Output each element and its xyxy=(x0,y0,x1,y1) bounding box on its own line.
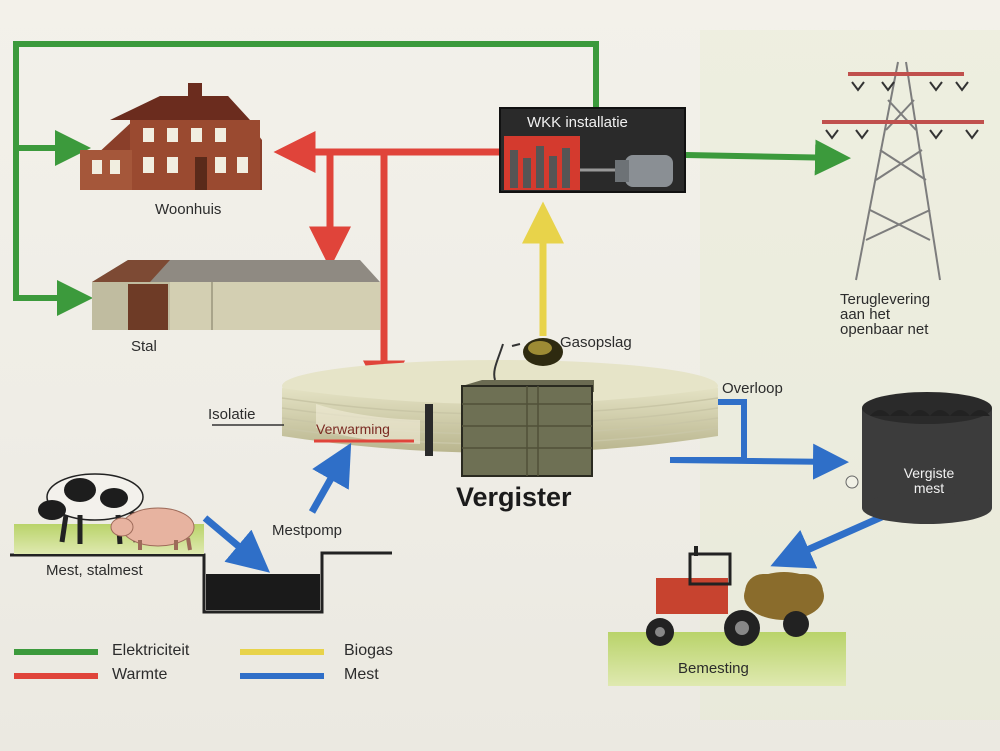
label-gasopslag: Gasopslag xyxy=(560,334,632,351)
legend-label-mest: Mest xyxy=(344,666,379,683)
label-teruglevering-line1: Teruglevering xyxy=(840,291,931,308)
label-overloop: Overloop xyxy=(722,380,783,397)
label-woonhuis: Woonhuis xyxy=(155,201,222,218)
label-vergiste-mest-line2: mest xyxy=(913,480,945,496)
label-verwarming: Verwarming xyxy=(316,421,390,437)
heat-lines xyxy=(273,131,500,403)
label-wkk-installatie: WKK installatie xyxy=(527,114,628,131)
tractor-image xyxy=(608,546,846,686)
label-teruglevering-line3: openbaar net xyxy=(840,321,929,338)
label-mestpomp: Mestpomp xyxy=(272,522,343,539)
legend xyxy=(14,649,324,679)
legend-label-elektriciteit: Elektriciteit xyxy=(112,642,190,659)
electricity-line-net xyxy=(685,139,851,176)
label-vergiste-mest: Vergiste mest xyxy=(884,466,974,496)
mest-line-overloop xyxy=(669,399,849,480)
label-vergiste-mest-line1: Vergiste xyxy=(903,465,955,481)
legend-label-biogas: Biogas xyxy=(344,642,393,659)
stal-image xyxy=(92,260,380,330)
label-vergister: Vergister xyxy=(456,482,572,512)
animals-image xyxy=(14,473,204,554)
wkk-installatie-image xyxy=(499,107,686,193)
label-isolatie: Isolatie xyxy=(208,406,256,423)
electricity-line-stal xyxy=(13,41,599,316)
pylon-image xyxy=(822,61,984,281)
mest-line-pomp xyxy=(308,442,352,514)
vergiste-mest-tank-image xyxy=(845,392,992,524)
label-teruglevering-line2: aan het xyxy=(840,306,891,323)
label-mest-stalmest: Mest, stalmest xyxy=(46,562,143,579)
mestput-image xyxy=(10,551,392,614)
label-stal: Stal xyxy=(131,338,157,355)
vergister-tank-image xyxy=(281,338,719,477)
mest-line-put xyxy=(202,515,271,573)
legend-label-warmte: Warmte xyxy=(112,666,168,683)
label-teruglevering: Teruglevering aan het openbaar net xyxy=(840,292,930,337)
woonhuis-image xyxy=(80,83,262,190)
label-bemesting: Bemesting xyxy=(678,660,749,677)
electricity-lines xyxy=(13,41,851,316)
